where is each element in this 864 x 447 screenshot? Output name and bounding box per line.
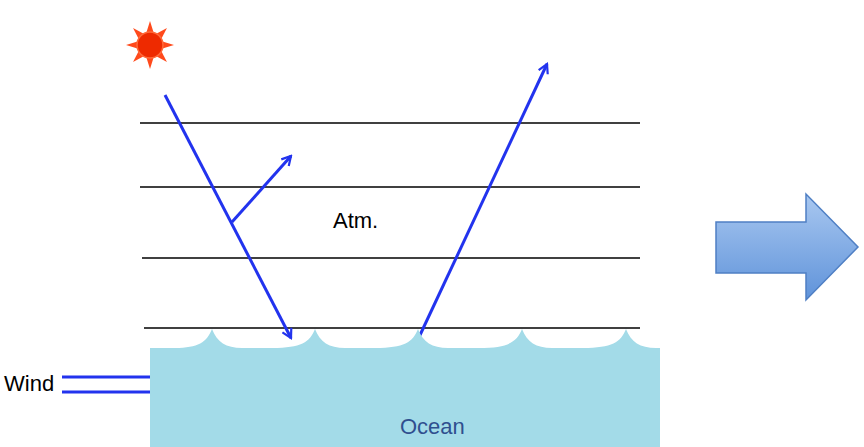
ocean-water <box>150 329 660 447</box>
layer-line <box>144 327 640 329</box>
block-arrow <box>716 194 858 300</box>
sun-ray <box>146 21 153 33</box>
region-label: Ocean <box>400 415 465 439</box>
layer-label: Atm. <box>333 209 378 233</box>
layer-line <box>142 257 640 259</box>
sun-disc <box>137 32 163 58</box>
atmosphere-layers <box>140 123 640 328</box>
sun-ray <box>126 41 138 48</box>
sun-ray <box>146 57 153 69</box>
wind-label: Wind <box>4 372 54 396</box>
scattered-ray <box>232 156 291 222</box>
sun-ray <box>162 41 174 48</box>
outgoing-ray <box>413 64 547 350</box>
incoming-ray <box>165 95 291 338</box>
ocean-region: Ocean <box>150 318 660 447</box>
layer-line <box>140 186 640 188</box>
layer-line <box>140 122 640 124</box>
sun-symbol <box>126 21 174 69</box>
